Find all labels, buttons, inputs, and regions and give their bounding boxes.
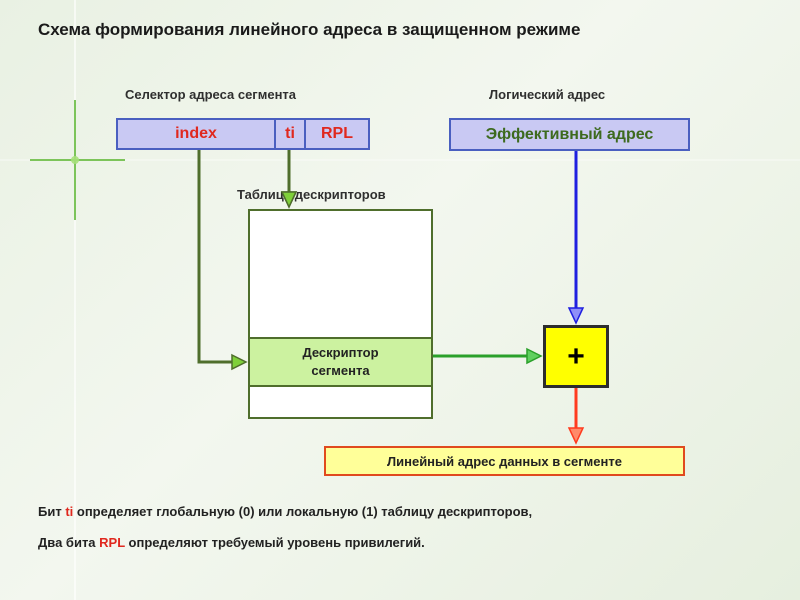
rpl-field: RPL [304,118,370,150]
adder-arrowhead [567,427,585,445]
logical-address-caption: Логический адрес [489,87,606,102]
page-title: Схема формирования линейного адреса в за… [38,20,581,39]
note-rpl-highlight: RPL [99,535,125,550]
descriptor-table-caption: Таблица дескрипторов [237,187,386,202]
effective-arrowhead [567,307,585,325]
linear-address-box: Линейный адрес данных в сегменте [324,446,685,476]
index-to-descriptor-arrow [197,150,232,364]
descriptor-line2: сегмента [311,363,370,378]
note-ti-highlight: ti [65,504,74,519]
descriptor-arrowhead [526,347,543,365]
adder-box: + [543,325,609,388]
note-rpl: Два бита RPL определяют требуемый уровен… [38,535,425,550]
segment-descriptor: Дескриптор сегмента [248,337,433,387]
effective-address-box: Эффективный адрес [449,118,690,151]
selector-caption: Селектор адреса сегмента [125,87,297,102]
descriptor-line1: Дескриптор [302,345,379,360]
index-field: index [116,118,276,150]
index-arrowhead [231,353,248,371]
note-ti: Бит ti определяет глобальную (0) или лок… [38,504,533,519]
